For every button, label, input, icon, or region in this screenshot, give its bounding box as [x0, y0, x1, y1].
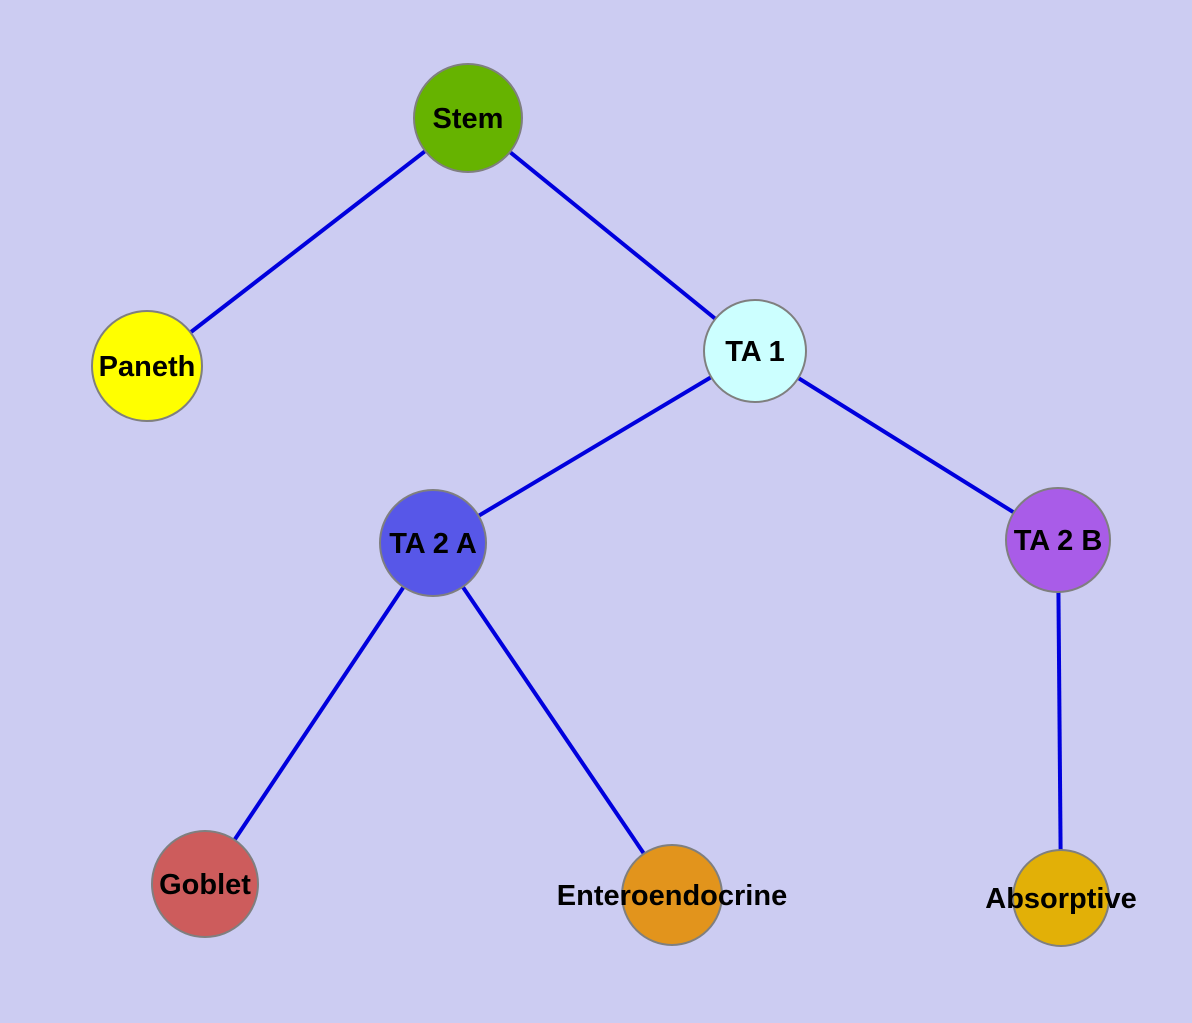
edge-stem-paneth [145, 116, 470, 368]
node-circle-stem[interactable] [413, 63, 523, 173]
node-ta2b[interactable]: TA 2 B [1005, 487, 1111, 593]
node-ta2a[interactable]: TA 2 A [379, 489, 487, 597]
node-paneth[interactable]: Paneth [91, 310, 203, 422]
node-ta1[interactable]: TA 1 [703, 299, 807, 403]
node-circle-ta1[interactable] [703, 299, 807, 403]
edge-stem-ta1 [466, 116, 757, 353]
node-circle-absorptive[interactable] [1012, 849, 1110, 947]
node-goblet[interactable]: Goblet [151, 830, 259, 938]
edge-ta2b-absorptive [1056, 539, 1063, 899]
node-circle-enteroendocrine[interactable] [621, 844, 723, 946]
node-stem[interactable]: Stem [413, 63, 523, 173]
node-circle-goblet[interactable] [151, 830, 259, 938]
edge-ta2a-goblet [203, 541, 435, 886]
node-circle-ta2a[interactable] [379, 489, 487, 597]
node-circle-ta2b[interactable] [1005, 487, 1111, 593]
edge-ta1-ta2b [753, 349, 1060, 542]
edges-layer [145, 116, 1063, 899]
node-circle-paneth[interactable] [91, 310, 203, 422]
edge-ta1-ta2a [431, 349, 757, 545]
edge-ta2a-enteroendocrine [431, 541, 674, 897]
